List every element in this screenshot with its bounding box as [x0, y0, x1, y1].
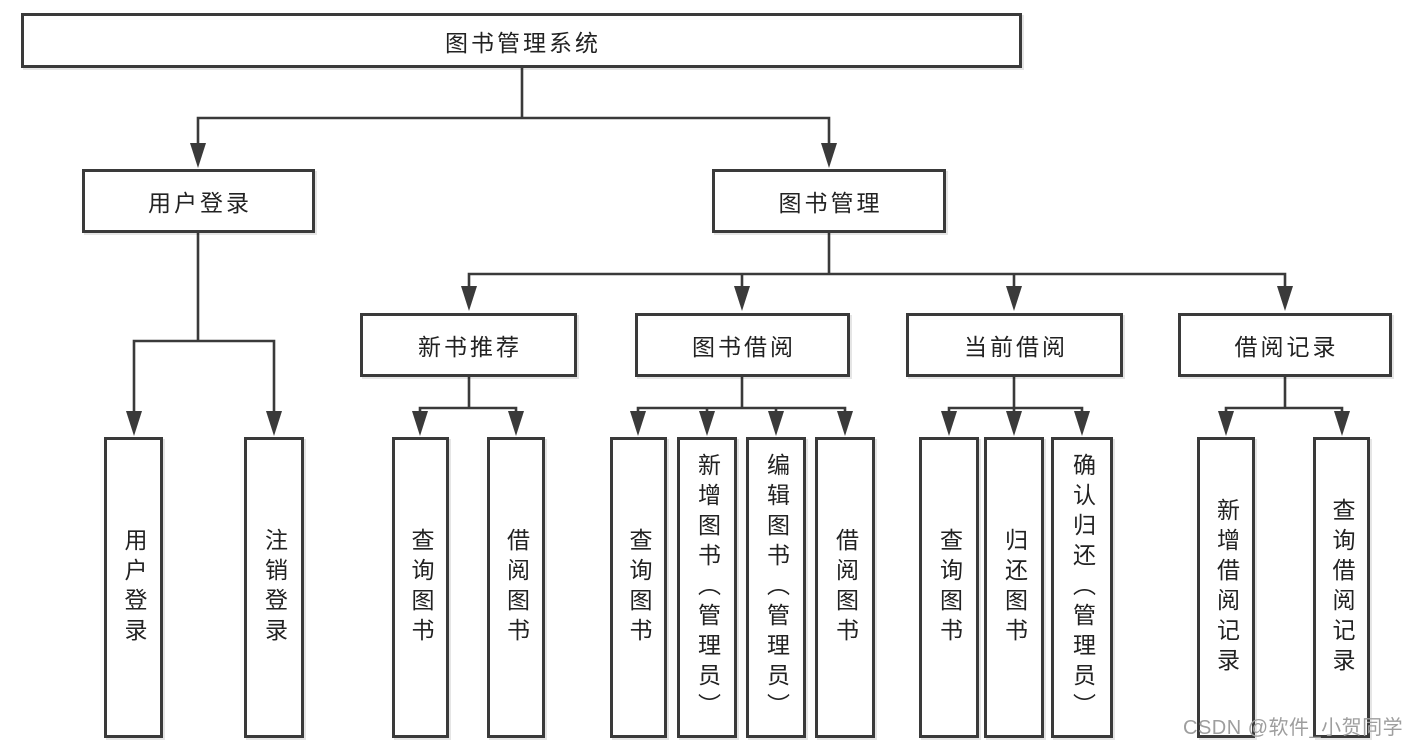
node-label: 借阅记录: [1234, 334, 1339, 360]
node-new-book-recommend: 新书推荐: [360, 313, 577, 377]
node-book-management: 图书管理: [712, 169, 946, 233]
node-label: 查询图书: [626, 527, 652, 648]
leaf-edit-book-admin: 编辑图书（管理员）: [746, 437, 806, 738]
leaf-query-books-recommend: 查询图书: [392, 437, 449, 738]
arrowhead: [461, 286, 477, 311]
arrowhead: [266, 411, 282, 436]
node-label: 借阅图书: [832, 527, 859, 648]
node-label: 借阅图书: [503, 527, 530, 648]
node-book-borrowing: 图书借阅: [635, 313, 850, 377]
leaf-add-book-admin: 新增图书（管理员）: [677, 437, 737, 738]
node-label: 新增图书（管理员）: [694, 452, 721, 723]
arrowhead: [190, 143, 206, 168]
arrowhead: [1218, 411, 1234, 436]
arrowhead: [734, 286, 750, 311]
node-user-login: 用户登录: [82, 169, 315, 233]
leaf-borrow-books-borrowing: 借阅图书: [815, 437, 875, 738]
arrowhead: [768, 411, 784, 436]
arrowhead: [630, 411, 646, 436]
leaf-borrow-books-recommend: 借阅图书: [487, 437, 545, 738]
arrowhead: [1277, 286, 1293, 311]
leaf-query-books-current: 查询图书: [919, 437, 979, 738]
node-current-borrowing: 当前借阅: [906, 313, 1123, 377]
leaf-user-login: 用户登录: [104, 437, 163, 738]
node-label: 用户登录: [121, 527, 147, 648]
node-label: 新增借阅记录: [1213, 497, 1240, 678]
csdn-watermark: CSDN @软件_小贺同学: [1183, 717, 1404, 739]
arrowhead: [837, 411, 853, 436]
arrowhead: [1334, 411, 1350, 436]
arrowhead: [1006, 411, 1022, 436]
node-borrow-records: 借阅记录: [1178, 313, 1392, 377]
node-library-management-system: 图书管理系统: [21, 13, 1022, 68]
leaf-confirm-return-admin: 确认归还（管理员）: [1051, 437, 1113, 738]
node-label: 确认归还（管理员）: [1069, 452, 1096, 723]
node-label: 查询图书: [408, 527, 434, 648]
arrowhead: [508, 411, 524, 436]
node-label: 查询借阅记录: [1329, 497, 1355, 678]
leaf-add-borrow-record: 新增借阅记录: [1197, 437, 1255, 738]
node-label: 注销登录: [261, 527, 288, 648]
node-label: 查询图书: [936, 527, 963, 648]
leaf-logout: 注销登录: [244, 437, 304, 738]
node-label: 图书管理: [778, 190, 883, 216]
arrowhead: [821, 143, 837, 168]
node-label: 图书借阅: [692, 334, 796, 360]
node-label: 编辑图书（管理员）: [763, 452, 790, 723]
node-label: 新书推荐: [418, 334, 522, 360]
arrowhead: [1074, 411, 1090, 436]
node-label: 当前借阅: [964, 334, 1068, 360]
arrowhead: [412, 411, 428, 436]
node-label: 归还图书: [1001, 527, 1028, 648]
arrowhead: [699, 411, 715, 436]
arrowhead: [126, 411, 142, 436]
leaf-query-books-borrowing: 查询图书: [610, 437, 667, 738]
leaf-return-books: 归还图书: [984, 437, 1044, 738]
node-label: 用户登录: [148, 190, 252, 216]
node-label: 图书管理系统: [445, 29, 601, 56]
arrowhead: [941, 411, 957, 436]
leaf-query-borrow-record: 查询借阅记录: [1313, 437, 1370, 738]
arrowhead: [1006, 286, 1022, 311]
